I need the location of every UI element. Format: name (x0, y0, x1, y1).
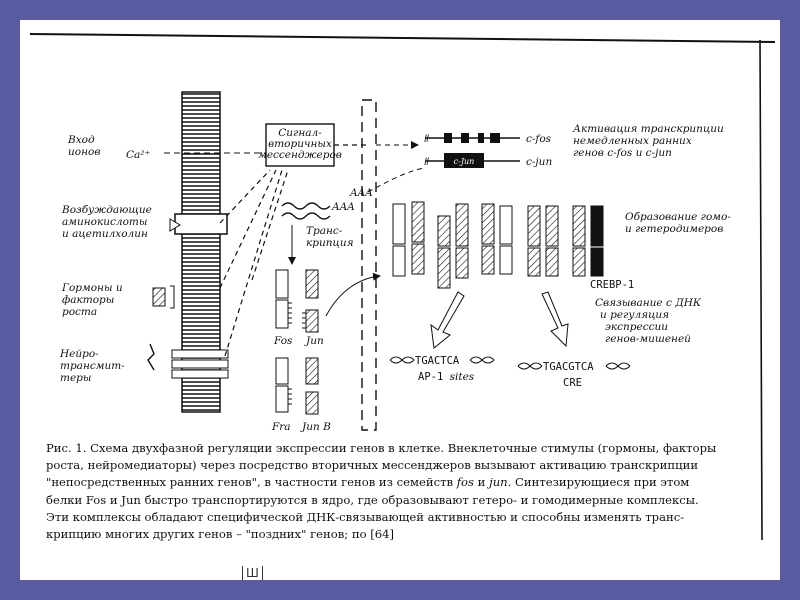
figure-caption: Рис. 1. Схема двухфазной регуляции экспр… (46, 440, 746, 543)
cre-label: CRE (563, 377, 582, 389)
caption-line-4: белки Fos и Jun быстро транспортируются … (46, 492, 699, 507)
fra-protein (275, 357, 292, 413)
jun-label: Jun (304, 335, 324, 347)
cre-site (517, 362, 631, 370)
hormone-ligand (152, 287, 166, 307)
c-jun-gene: ǁ c-Jun c-jun (424, 153, 552, 168)
page-number: Ш (242, 566, 263, 580)
fos-protein (275, 269, 292, 329)
hormone-receptor (170, 285, 175, 309)
c-fos-gene: ǁ c-fos (424, 133, 552, 145)
signal-paths (219, 144, 368, 357)
ap1-sites-label: AP-1 sites (418, 371, 475, 383)
jun-b-label: Jun B (300, 421, 331, 433)
receptor-channel (174, 213, 228, 235)
poly-a-2: AAA (349, 187, 373, 199)
dimers-group (392, 201, 604, 289)
caption-line-2: роста, нейромедиаторы) через посредство … (46, 458, 699, 473)
svg-text:ǁ: ǁ (424, 133, 429, 145)
caption-line-6: крипцию многих других генов – "поздних" … (46, 527, 395, 542)
receptor-band-3 (171, 369, 229, 379)
fra-label: Fra (271, 421, 291, 433)
fos-label: Fos (273, 335, 293, 347)
right-border-line (759, 39, 763, 541)
neurotransmitters-label: Нейро-трансмит-теры (59, 348, 125, 384)
jun-protein (302, 269, 319, 333)
caption-line-5: Эти комплексы обладают специфической ДНК… (46, 509, 685, 524)
receptor-band-1 (171, 349, 229, 359)
svg-text:ǁ: ǁ (424, 156, 429, 168)
nuclear-import-arrow (325, 272, 381, 317)
mrna-export-path (367, 167, 426, 193)
top-border-line (29, 33, 776, 43)
cre-sequence: TGACGTCA (543, 361, 594, 373)
calcium-label: Ca²⁺ (126, 149, 150, 161)
transcription-label: Транс-крипция (306, 225, 354, 249)
neurotransmitter-squiggle (147, 343, 155, 371)
ap1-sequence: TGACTCA (415, 355, 460, 367)
cre-binding-arrow (541, 291, 569, 348)
poly-a-1: AAA (331, 201, 355, 213)
second-messengers-box (265, 123, 335, 167)
caption-line-1: Рис. 1. Схема двухфазной регуляции экспр… (46, 441, 717, 455)
receptor-band-2 (171, 359, 229, 369)
nuclear-envelope (361, 99, 377, 431)
crebp-label: CREBP-1 (590, 279, 634, 291)
ap1-binding-arrow (430, 291, 465, 349)
receptor-triangle (169, 218, 181, 232)
membrane-column (169, 91, 229, 413)
jun-b-protein (305, 357, 319, 415)
svg-text:c-fos: c-fos (526, 133, 552, 145)
svg-text:c-jun: c-jun (526, 156, 552, 168)
mrna-strands (281, 202, 331, 220)
caption-line-3: "непосредственных ранних генов", в частн… (46, 475, 690, 490)
ap1-site (389, 356, 495, 364)
svg-text:c-Jun: c-Jun (454, 157, 475, 166)
dimers-label: Образование гомо-и гетеродимеров (625, 211, 731, 235)
